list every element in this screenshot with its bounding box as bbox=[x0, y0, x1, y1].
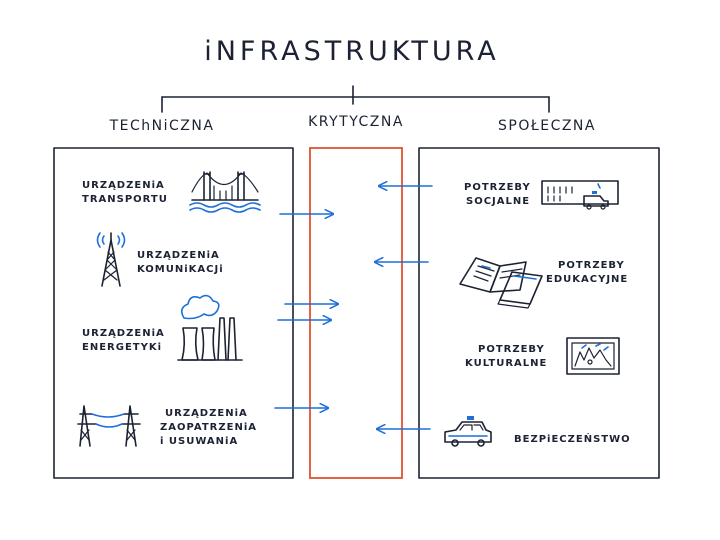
police-car-icon bbox=[444, 416, 492, 447]
power-pylons-icon bbox=[77, 405, 141, 447]
hierarchy-connector bbox=[161, 85, 550, 113]
hospital-ambulance-icon bbox=[541, 180, 619, 210]
label-transport-line2: TRANSPORTU bbox=[82, 194, 168, 205]
item-safety: BEZPiECZEŃSTWO bbox=[444, 416, 631, 447]
item-transport: URZĄDZENiA TRANSPORTU bbox=[82, 171, 261, 213]
item-energy: URZĄDZENiA ENERGETYKi bbox=[82, 294, 243, 361]
item-social: POTRZEBY SOCJALNE bbox=[464, 180, 619, 210]
power-plant-icon bbox=[177, 294, 243, 361]
column-label-technical: TEChNiCZNA bbox=[109, 118, 215, 134]
label-communication-line1: URZĄDZENiA bbox=[137, 250, 220, 261]
label-supply-line2: ZAOPATRZENiA bbox=[160, 422, 257, 433]
label-culture-line2: KULTURALNE bbox=[465, 358, 547, 369]
arrows-right-to-critical bbox=[376, 186, 433, 429]
label-culture-line1: POTRZEBY bbox=[478, 344, 545, 355]
label-social-line1: POTRZEBY bbox=[464, 182, 531, 193]
label-supply-line3: i USUWANiA bbox=[160, 436, 238, 447]
label-communication-line2: KOMUNiKACJi bbox=[137, 264, 224, 275]
label-energy-line1: URZĄDZENiA bbox=[82, 328, 165, 339]
item-education: POTRZEBY EDUKACYJNE bbox=[459, 257, 628, 309]
social-box bbox=[418, 147, 660, 479]
item-communication: URZĄDZENiA KOMUNiKACJi bbox=[96, 232, 224, 287]
item-supply: URZĄDZENiA ZAOPATRZENiA i USUWANiA bbox=[77, 405, 257, 447]
column-label-critical: KRYTYCZNA bbox=[308, 114, 404, 130]
arrows-left-to-critical bbox=[274, 214, 337, 408]
books-icon bbox=[459, 257, 543, 309]
critical-box bbox=[309, 147, 403, 479]
column-label-social: SPOŁECZNA bbox=[498, 118, 596, 134]
item-culture: POTRZEBY KULTURALNE bbox=[465, 337, 620, 375]
technical-box bbox=[53, 147, 294, 479]
framed-painting-icon bbox=[566, 337, 620, 375]
label-transport-line1: URZĄDZENiA bbox=[82, 180, 165, 191]
label-social-line2: SOCJALNE bbox=[466, 196, 530, 207]
label-safety: BEZPiECZEŃSTWO bbox=[514, 432, 631, 445]
label-supply-line1: URZĄDZENiA bbox=[165, 408, 248, 419]
bridge-icon bbox=[189, 171, 261, 213]
label-education-line2: EDUKACYJNE bbox=[546, 274, 628, 285]
radio-tower-icon bbox=[96, 232, 126, 287]
label-energy-line2: ENERGETYKi bbox=[82, 342, 162, 353]
label-education-line1: POTRZEBY bbox=[558, 260, 625, 271]
diagram-title: iNFRASTRUKTURA bbox=[204, 36, 500, 67]
